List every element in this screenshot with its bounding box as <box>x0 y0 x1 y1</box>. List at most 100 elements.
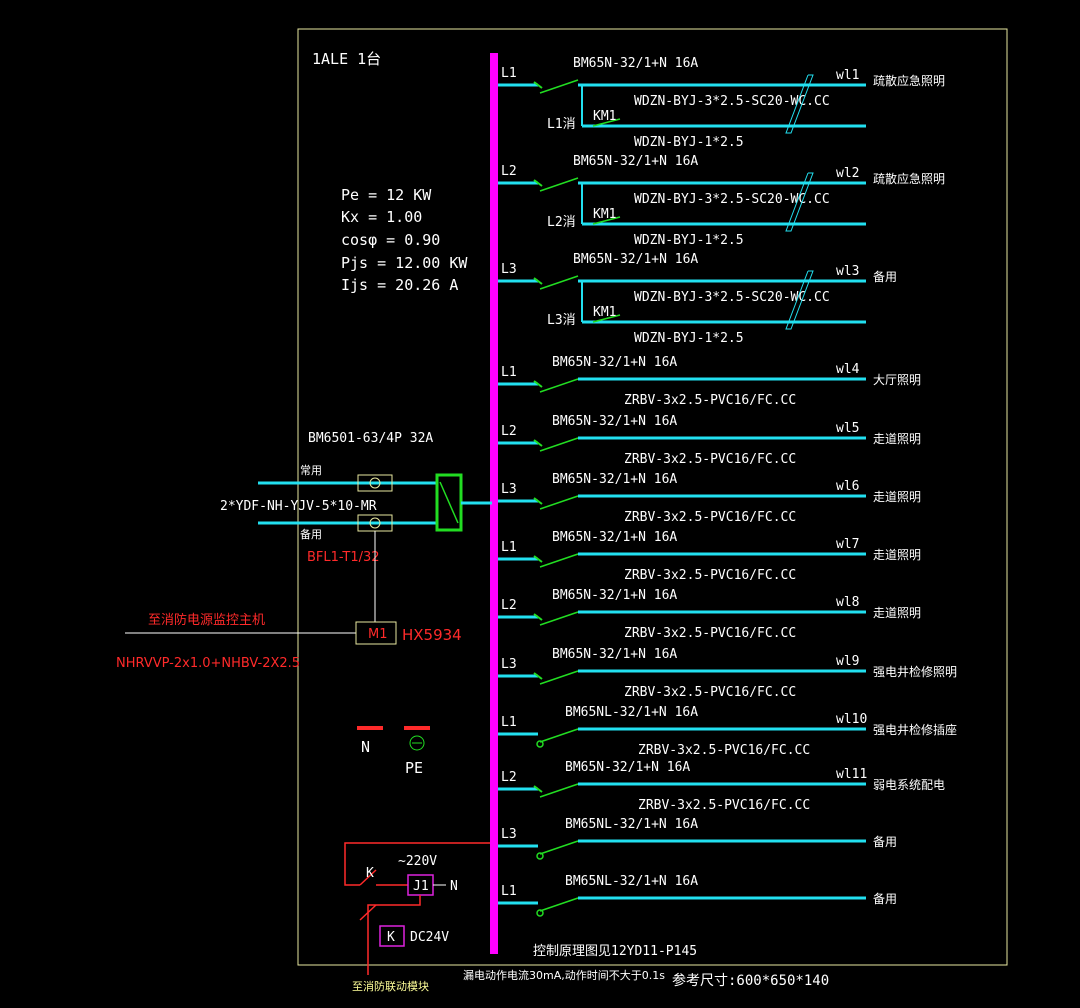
circuit-cable-2: WDZN-BYJ-1*2.5 <box>634 135 744 150</box>
spd-box-1 <box>357 474 393 492</box>
breaker-blade <box>539 897 579 912</box>
breaker-blade <box>539 670 579 685</box>
spd-symbol-2 <box>369 517 381 529</box>
circuit-cable: WDZN-BYJ-3*2.5-SC20-WC.CC <box>634 94 830 109</box>
circuit-load-label: 疏散应急照明 <box>873 171 945 186</box>
pe-bar-label: PE <box>405 759 423 777</box>
circuit-breaker-model: BM65N-32/1+N 16A <box>573 154 698 169</box>
param-pe: Pe = 12 KW <box>341 186 432 204</box>
breaker-contact-icon <box>533 439 543 447</box>
breaker-blade <box>539 553 579 568</box>
circuit-load-label: 强电井检修插座 <box>873 722 957 737</box>
control-k-label: K <box>366 866 374 881</box>
circuit-cable: ZRBV-3x2.5-PVC16/FC.CC <box>624 510 796 525</box>
spd-symbol-1 <box>369 477 381 489</box>
circuit-phase-label: L3 <box>501 482 517 497</box>
circuit-breaker-model: BM65N-32/1+N 16A <box>565 760 690 775</box>
leakage-note: 漏电动作电流30mA,动作时间不大于0.1s <box>463 968 665 982</box>
cable-bundle-mark <box>785 270 814 330</box>
circuit-load-label: 走道照明 <box>873 432 921 446</box>
circuit-breaker-model: BM65NL-32/1+N 16A <box>565 817 698 832</box>
circuit-load-label: 强电井检修照明 <box>873 664 957 679</box>
breaker-contact-icon <box>533 497 543 505</box>
circuit-load-label: 弱电系统配电 <box>873 778 945 792</box>
circuit-phase-label: L3 <box>501 827 517 842</box>
circuit-km-label: KM1 <box>593 305 616 320</box>
circuit-id: wl11 <box>836 767 867 782</box>
breaker-blade <box>539 437 579 452</box>
circuit-breaker-model: BM65NL-32/1+N 16A <box>565 874 698 889</box>
rcd-breaker-icon <box>536 909 544 917</box>
monitor-module-box <box>355 621 397 645</box>
param-cos: cosφ = 0.90 <box>341 231 440 249</box>
breaker-contact-icon <box>533 380 543 388</box>
panel-title: 1ALE 1台 <box>312 50 381 68</box>
circuit-breaker-model: BM65N-32/1+N 16A <box>552 472 677 487</box>
circuit-cable: ZRBV-3x2.5-PVC16/FC.CC <box>638 798 810 813</box>
rcd-breaker-icon <box>536 740 544 748</box>
circuit-id: wl2 <box>836 166 859 181</box>
circuit-fire-label: L2消 <box>547 215 576 230</box>
circuit-cable: ZRBV-3x2.5-PVC16/FC.CC <box>624 626 796 641</box>
circuit-km-label: KM1 <box>593 207 616 222</box>
cable-bundle-mark <box>785 172 814 232</box>
circuit-id: wl6 <box>836 479 859 494</box>
linkage-label: 至消防联动模块 <box>352 979 429 993</box>
circuit-breaker-model: BM65N-32/1+N 16A <box>552 355 677 370</box>
circuit-cable-2: WDZN-BYJ-1*2.5 <box>634 331 744 346</box>
circuit-phase-label: L1 <box>501 365 517 380</box>
km-contact <box>592 118 621 127</box>
circuit-load-label: 备用 <box>873 892 897 906</box>
circuit-phase-label: L1 <box>501 540 517 555</box>
breaker-blade <box>539 495 579 510</box>
circuit-phase-label: L2 <box>501 164 517 179</box>
circuit-breaker-model: BM65N-32/1+N 16A <box>552 414 677 429</box>
circuit-load-label: 走道照明 <box>873 548 921 562</box>
monitor-module-model: HX5934 <box>402 626 462 644</box>
breaker-contact-icon <box>533 555 543 563</box>
cable-bundle-mark <box>785 74 814 134</box>
circuit-cable: ZRBV-3x2.5-PVC16/FC.CC <box>624 568 796 583</box>
breaker-contact-icon <box>533 277 543 285</box>
circuit-cable: ZRBV-3x2.5-PVC16/FC.CC <box>624 685 796 700</box>
circuit-fire-label: L3消 <box>547 313 576 328</box>
breaker-contact-icon <box>533 179 543 187</box>
circuit-load-label: 备用 <box>873 270 897 284</box>
circuit-id: wl8 <box>836 595 859 610</box>
circuit-cable: WDZN-BYJ-3*2.5-SC20-WC.CC <box>634 290 830 305</box>
ats-switch-blade <box>439 481 459 524</box>
busbar <box>490 53 498 954</box>
breaker-blade <box>539 79 579 94</box>
breaker-blade <box>539 840 579 855</box>
dc-label: DC24V <box>410 930 449 945</box>
circuit-cable: ZRBV-3x2.5-PVC16/FC.CC <box>624 393 796 408</box>
circuit-cable: ZRBV-3x2.5-PVC16/FC.CC <box>624 452 796 467</box>
relay-k <box>379 925 405 947</box>
monitor-module-label: M1 <box>368 627 388 642</box>
circuit-load-label: 备用 <box>873 835 897 849</box>
circuit-breaker-model: BM65N-32/1+N 16A <box>573 252 698 267</box>
circuit-breaker-model: BM65N-32/1+N 16A <box>573 56 698 71</box>
breaker-contact-icon <box>533 672 543 680</box>
circuit-breaker-model: BM65N-32/1+N 16A <box>552 647 677 662</box>
circuit-phase-label: L1 <box>501 66 517 81</box>
breaker-blade <box>539 275 579 290</box>
param-kx: Kx = 1.00 <box>341 208 422 226</box>
param-ijs: Ijs = 20.26 A <box>341 276 458 294</box>
circuit-phase-label: L2 <box>501 770 517 785</box>
breaker-blade <box>539 611 579 626</box>
circuit-id: wl4 <box>836 362 860 377</box>
circuit-phase-label: L3 <box>501 657 517 672</box>
circuit-id: wl9 <box>836 654 859 669</box>
breaker-blade <box>539 378 579 393</box>
incoming-cable: 2*YDF-NH-YJV-5*10-MR <box>220 499 377 514</box>
control-contact-k <box>359 869 377 886</box>
circuit-phase-label: L2 <box>501 598 517 613</box>
relay-to-k-line <box>367 895 421 975</box>
panel-params: Pe = 12 KW Kx = 1.00 cosφ = 0.90 Pjs = 1… <box>341 186 468 294</box>
ground-icon <box>409 735 425 751</box>
circuit-phase-label: L1 <box>501 884 517 899</box>
n-bar-label: N <box>361 738 370 756</box>
